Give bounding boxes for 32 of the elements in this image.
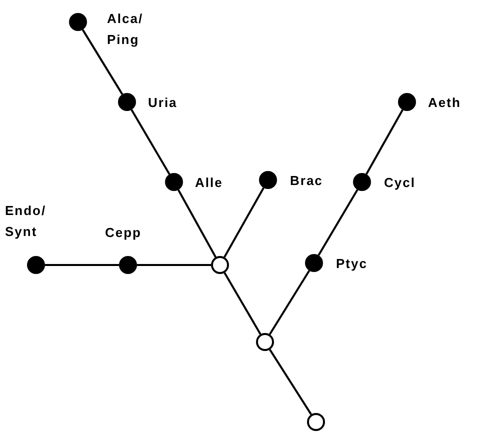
branch-line <box>366 109 404 175</box>
taxon-label: Cepp <box>105 224 142 242</box>
open-node-circle <box>211 256 229 274</box>
branch-line <box>130 109 170 175</box>
branch-line <box>224 272 262 335</box>
branch-line <box>45 264 119 266</box>
filled-node-dot <box>118 93 136 111</box>
filled-node-dot <box>165 173 183 191</box>
taxon-label: Ptyc <box>336 255 368 273</box>
branch-line <box>269 349 312 415</box>
open-node-circle <box>256 333 274 351</box>
branch-line <box>224 187 264 258</box>
taxon-label: Alca/ Ping <box>107 10 144 49</box>
filled-node-dot <box>398 93 416 111</box>
branch-line <box>137 264 211 266</box>
taxon-label: Uria <box>148 94 178 112</box>
filled-node-dot <box>27 256 45 274</box>
taxon-label: Aeth <box>428 94 462 112</box>
branch-line <box>177 189 217 258</box>
filled-node-dot <box>259 171 277 189</box>
branch-line <box>268 270 310 335</box>
taxon-label: Brac <box>290 172 324 190</box>
filled-node-dot <box>69 13 87 31</box>
taxon-label: Cycl <box>384 174 416 192</box>
filled-node-dot <box>305 254 323 272</box>
taxon-label: Alle <box>195 174 224 192</box>
filled-node-dot <box>353 173 371 191</box>
taxon-label: Endo/ Synt <box>5 202 45 241</box>
branch-line <box>82 29 124 95</box>
filled-node-dot <box>119 256 137 274</box>
branch-line <box>318 189 358 256</box>
open-node-circle <box>307 413 325 431</box>
